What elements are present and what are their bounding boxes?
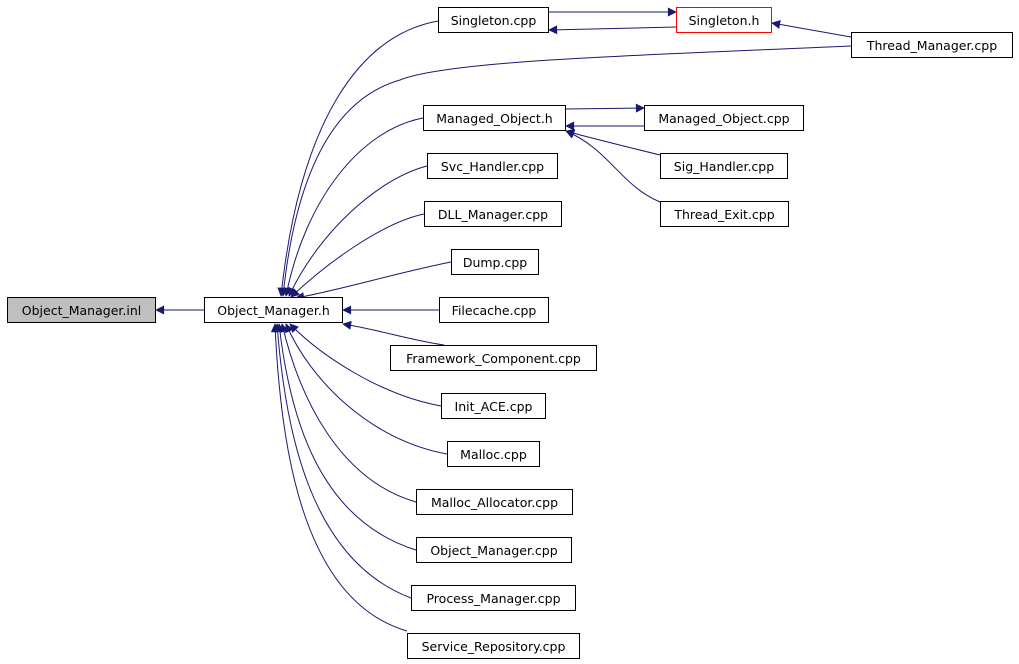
node-framework-component-cpp[interactable]: Framework_Component.cpp (390, 345, 597, 371)
edge-dumpcpp-to-objectmanagerh (295, 261, 452, 301)
edge-sighandlercpp-to-managedobjecth (565, 128, 661, 156)
edge-threadmanagercpp-to-singletonh (771, 19, 852, 38)
edge-malloccpp-to-objectmanagerh (285, 323, 448, 455)
node-object-manager-inl: Object_Manager.inl (7, 297, 156, 323)
edge-frameworkcomponentcpp-to-objectmanagerh (342, 320, 445, 346)
node-dump-cpp[interactable]: Dump.cpp (451, 249, 539, 275)
edge-threadexitcpp-to-managedobjecth (565, 130, 661, 203)
edge-servicerepositorycpp-to-objectmanagerh (270, 323, 408, 632)
node-malloc-allocator-cpp[interactable]: Malloc_Allocator.cpp (416, 489, 573, 515)
node-svc-handler-cpp[interactable]: Svc_Handler.cpp (427, 153, 558, 179)
node-managed-object-h[interactable]: Managed_Object.h (423, 105, 566, 131)
edge-managedobjecth-to-managedobjectcpp (565, 103, 645, 113)
node-process-manager-cpp[interactable]: Process_Manager.cpp (411, 585, 576, 611)
node-init-ace-cpp[interactable]: Init_ACE.cpp (441, 393, 546, 419)
edge-svchandlercpp-to-objectmanagerh (288, 165, 428, 297)
edge-dllmanagercpp-to-objectmanagerh (290, 213, 425, 298)
edge-objectmanagercpp-to-objectmanagerh (275, 323, 417, 551)
edge-initacecpp-to-objectmanagerh (289, 323, 442, 407)
node-object-manager-h[interactable]: Object_Manager.h (204, 297, 343, 323)
edge-processmanagercpp-to-objectmanagerh (273, 323, 412, 599)
edge-mallocallocatorcpp-to-objectmanagerh (279, 323, 417, 503)
edge-managedobjecth-to-objectmanagerh (283, 117, 424, 297)
node-managed-object-cpp[interactable]: Managed_Object.cpp (644, 105, 804, 131)
node-service-repository-cpp[interactable]: Service_Repository.cpp (407, 633, 580, 659)
edge-singletonh-to-singletoncpp (548, 25, 677, 35)
node-malloc-cpp[interactable]: Malloc.cpp (447, 441, 540, 467)
edge-singletoncpp-to-objectmanagerh (277, 20, 439, 297)
node-object-manager-cpp[interactable]: Object_Manager.cpp (416, 537, 572, 563)
node-thread-manager-cpp[interactable]: Thread_Manager.cpp (851, 32, 1013, 58)
node-dll-manager-cpp[interactable]: DLL_Manager.cpp (424, 201, 562, 227)
node-thread-exit-cpp[interactable]: Thread_Exit.cpp (660, 201, 789, 227)
node-sig-handler-cpp[interactable]: Sig_Handler.cpp (660, 153, 788, 179)
node-singleton-h[interactable]: Singleton.h (676, 7, 772, 33)
node-filecache-cpp[interactable]: Filecache.cpp (439, 297, 549, 323)
edge-threadmanagercpp-to-objectmanagerh (279, 45, 852, 297)
node-singleton-cpp[interactable]: Singleton.cpp (438, 7, 549, 33)
